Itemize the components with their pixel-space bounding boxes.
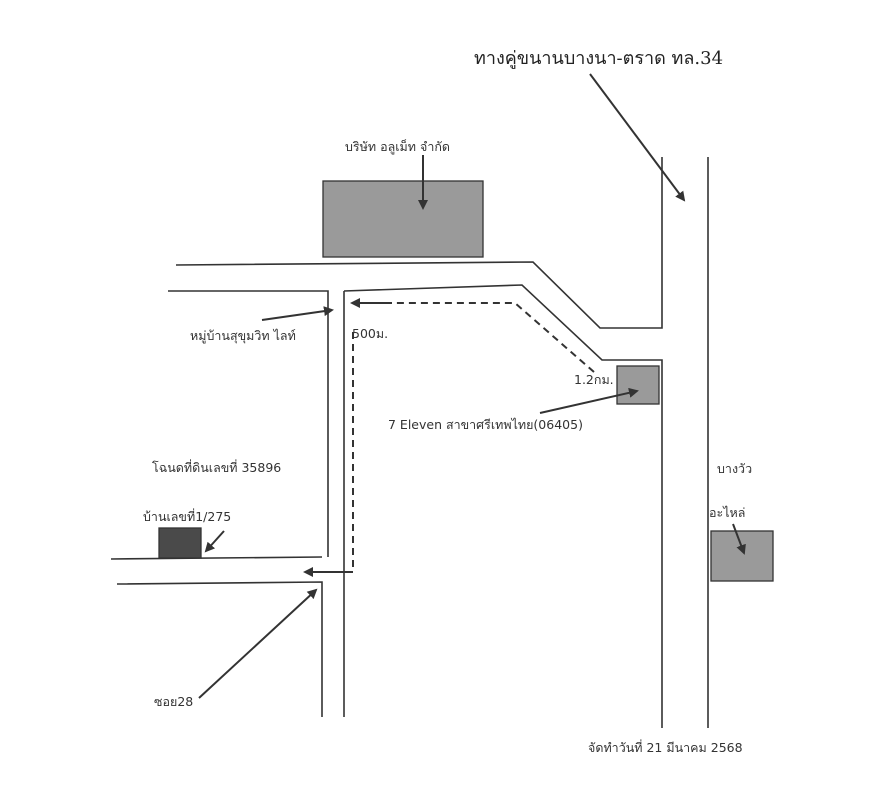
deed-label: โฉนดที่ดินเลขที่ 35896	[152, 459, 281, 475]
highway-label: ทางคู่ขนานบางนา-ตราด ทล.34	[474, 48, 723, 69]
soi-roads	[110, 556, 323, 717]
company-building	[322, 180, 484, 258]
parts-label: อะไหล่	[709, 505, 745, 520]
company-label: บริษัท อลูเม็ท จำกัด	[345, 139, 450, 155]
seven-eleven-label: 7 Eleven สาขาศรีเทพไทย(06405)	[388, 417, 583, 432]
soi-label: ซอย28	[154, 694, 193, 709]
seven-eleven-building	[616, 365, 660, 405]
route-path	[303, 298, 595, 577]
parts-building	[710, 530, 774, 582]
house-building	[158, 527, 202, 559]
pointer-arrows	[198, 73, 746, 699]
house-label: บ้านเลขที่1/275	[143, 508, 231, 524]
village-label: หมู่บ้านสุขุมวิท ไลท์	[190, 328, 296, 344]
main-road	[168, 157, 709, 728]
distance-500-label: 500ม.	[352, 326, 388, 341]
distance-1200-label: 1.2กม.	[574, 372, 614, 387]
date-label: จัดทำวันที่ 21 มีนาคม 2568	[588, 739, 743, 755]
bang-wua-label: บางวัว	[717, 461, 752, 476]
